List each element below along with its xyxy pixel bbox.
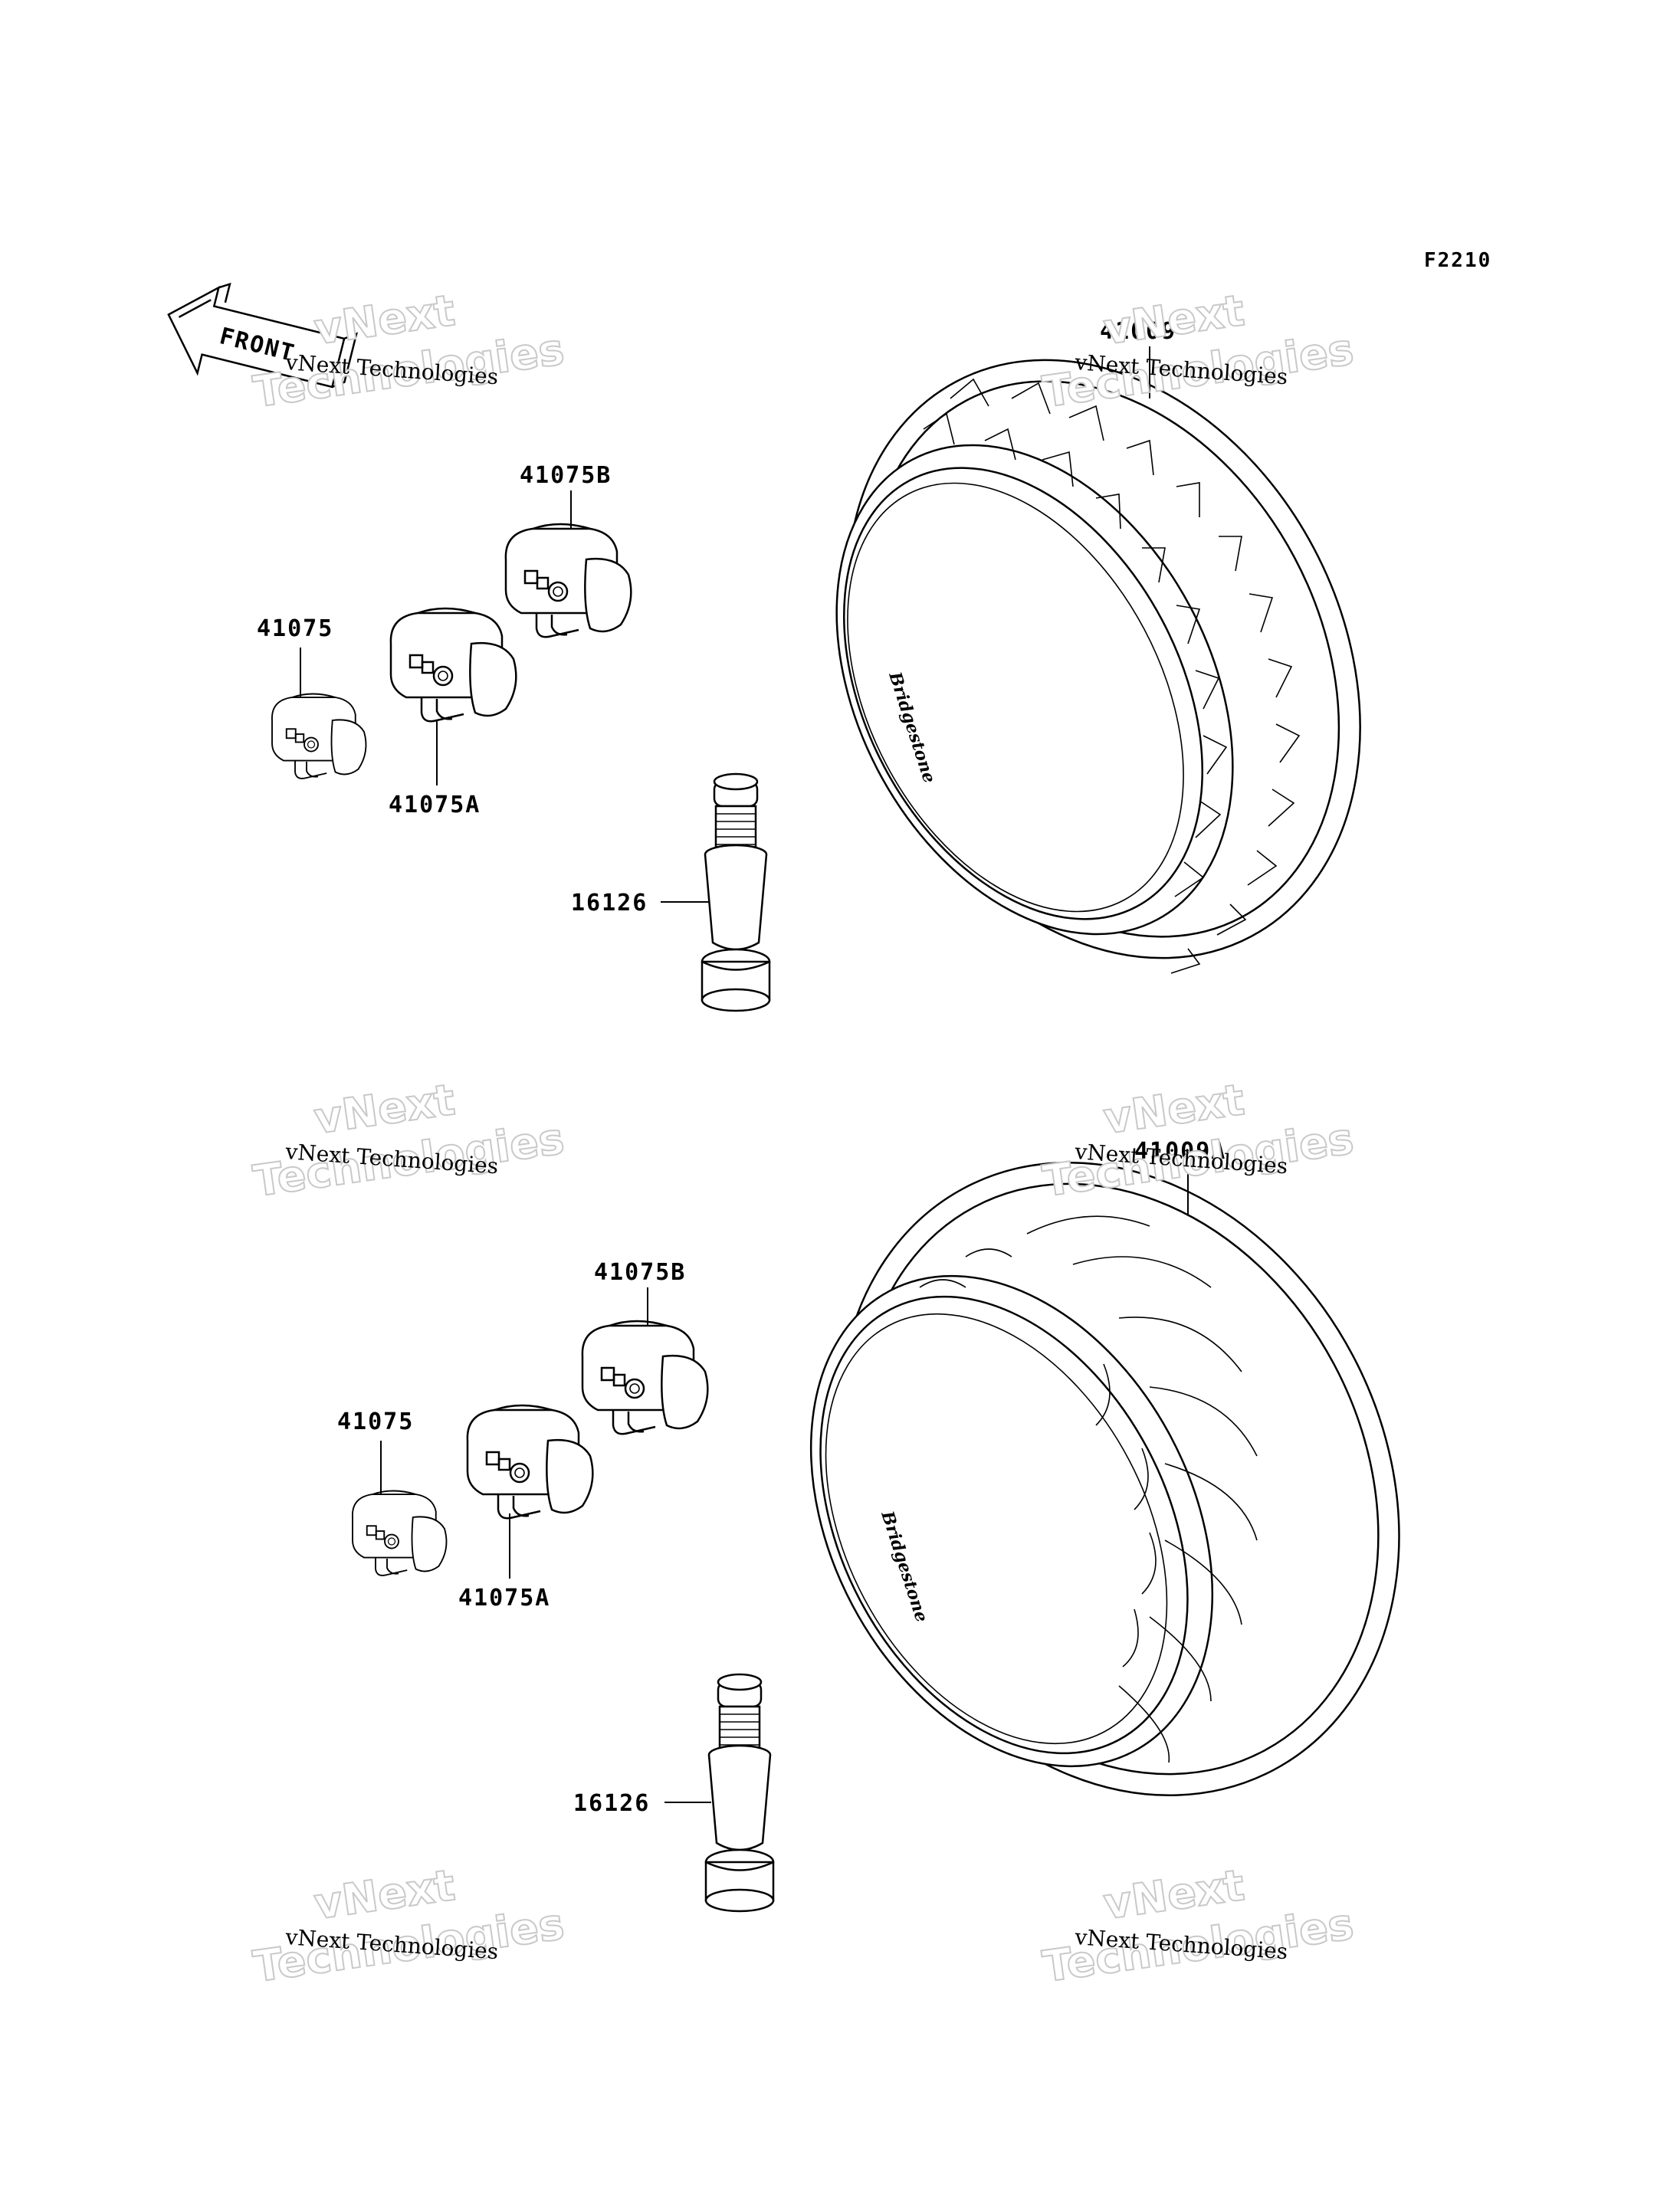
watermark-bottom-right: vNext Technologies (1039, 1860, 1357, 1993)
svg-text:vNext: vNext (311, 1861, 458, 1930)
figure-code: F2210 (1424, 249, 1491, 272)
rear-weight-b-part-number: 41075B (594, 1259, 686, 1286)
front-weight-a-drawing (389, 607, 517, 723)
front-valve-part-number: 16126 (571, 890, 648, 917)
front-tire-drawing: Bridgestone (835, 359, 1361, 974)
rear-valve-drawing (704, 1673, 775, 1913)
rear-weight-part-number: 41075 (337, 1408, 414, 1435)
front-weight-b-part-number: 41075B (520, 462, 612, 489)
rear-weight-a-drawing (466, 1404, 594, 1520)
front-weight-a-part-number: 41075A (389, 792, 481, 818)
rear-tire-drawing: Bridgestone (809, 1161, 1400, 1797)
front-direction-arrow: FRONT (167, 282, 358, 389)
front-weight-drawing (271, 693, 367, 779)
front-weight-part-number: 41075 (257, 615, 333, 642)
rear-weight-drawing (351, 1490, 448, 1576)
front-valve-drawing (701, 772, 771, 1012)
watermark-bottom-left: vNext Technologies (250, 1860, 568, 1993)
front-weight-b-drawing (504, 523, 632, 638)
watermark-mid-left: vNext Technologies (250, 1074, 568, 1208)
watermark-top-right: vNext Technologies (1039, 285, 1357, 418)
rear-tire-part-number: 41009A (1134, 1138, 1226, 1165)
front-tire-part-number: 41009 (1100, 318, 1176, 345)
rear-weight-a-part-number: 41075A (458, 1585, 550, 1612)
rear-weight-b-drawing (581, 1320, 709, 1435)
rear-valve-part-number: 16126 (573, 1790, 650, 1817)
watermark-mid-right: vNext Technologies (1039, 1074, 1357, 1208)
